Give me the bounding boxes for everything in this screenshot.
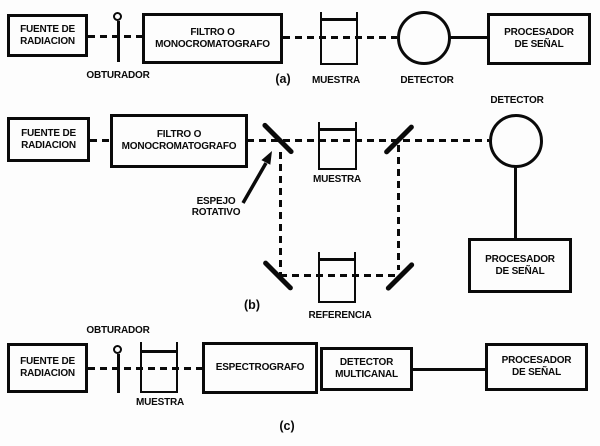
figure-tag-a: (a) (275, 72, 291, 86)
rotating-mirror-label: ESPEJO ROTATIVO (192, 196, 241, 218)
sample-cell-c-lid (142, 350, 176, 353)
beam-path-a-2 (283, 36, 397, 39)
shutter-symbol-a (113, 12, 122, 21)
processor-label-a-line1: PROCESADOR (504, 27, 574, 38)
multichannel-detector-label-line1: DETECTOR (339, 357, 394, 368)
sample-cell-b-lid (320, 128, 355, 131)
sample-cell-b (318, 122, 357, 170)
beam-path-c-1 (88, 367, 202, 370)
processor-label-b-line1: PROCESADOR (485, 253, 555, 265)
signal-processor-box-b: PROCESADOR DE SEÑAL (468, 238, 572, 293)
beam-path-b-down-right (397, 145, 400, 270)
processor-label-c-line1: PROCESADOR (501, 355, 572, 366)
filter-label-a-line1: FILTRO O (190, 26, 235, 38)
detector-label-b: DETECTOR (490, 95, 544, 106)
figure-tag-c: (c) (279, 419, 295, 433)
beam-path-b-1 (90, 139, 110, 142)
filter-monochromator-box-a: FILTRO O MONOCROMATOGRAFO (142, 13, 283, 64)
radiation-source-label-b-line1: FUENTE DE (21, 127, 76, 139)
sample-label-a: MUESTRA (311, 75, 361, 86)
fold-mirror-bottom-right (384, 261, 416, 292)
sample-cell-a-lid (322, 18, 356, 21)
sample-label-c: MUESTRA (135, 397, 185, 408)
signal-wire-c (413, 368, 485, 371)
multichannel-detector-label-line2: MULTICANAL (335, 369, 398, 380)
beam-path-b-2 (247, 139, 489, 142)
radiation-source-label-a-line1: FUENTE DE (20, 23, 75, 35)
radiation-source-label-a-line2: RADIACION (20, 35, 75, 47)
signal-processor-box-c: PROCESADOR DE SEÑAL (485, 343, 588, 391)
radiation-source-box-b: FUENTE DE RADIACION (7, 117, 90, 162)
filter-label-b-line1: FILTRO O (156, 129, 202, 140)
reference-cell-b-lid (320, 258, 354, 261)
processor-label-b-line2: DE SEÑAL (495, 265, 545, 277)
processor-label-a-line2: DE SEÑAL (514, 39, 564, 50)
sample-cell-a (320, 12, 358, 65)
reference-cell-b (318, 252, 356, 303)
radiation-source-label-c-line2: RADIACION (20, 368, 75, 379)
sample-cell-c (140, 342, 178, 393)
radiation-source-label-c-line1: FUENTE DE (20, 356, 75, 367)
rotating-mirror-label-line2: ROTATIVO (191, 207, 241, 218)
shutter-stem-c (117, 354, 120, 393)
shutter-label-c: OBTURADOR (86, 325, 150, 336)
radiation-source-box-a: FUENTE DE RADIACION (7, 14, 88, 57)
detector-label-a: DETECTOR (400, 75, 454, 86)
figure-tag-b: (b) (244, 298, 260, 312)
beam-path-b-down-left (279, 152, 282, 277)
radiation-source-box-c: FUENTE DE RADIACION (7, 343, 88, 393)
spectrograph-box-c: ESPECTROGRAFO (202, 342, 318, 394)
rotating-mirror-pointer-arrow (241, 151, 272, 204)
processor-label-c-line2: DE SEÑAL (512, 367, 561, 378)
beam-path-b-reference (280, 274, 402, 277)
signal-processor-box-a: PROCESADOR DE SEÑAL (487, 13, 591, 65)
filter-label-b-line2: MONOCROMATOGRAFO (121, 141, 237, 152)
detector-circle-a (397, 11, 451, 65)
signal-wire-b (514, 166, 517, 240)
radiation-source-label-b-line2: RADIACION (21, 139, 76, 151)
filter-label-a-line2: MONOCROMATOGRAFO (155, 38, 270, 50)
spectrograph-label-c: ESPECTROGRAFO (215, 362, 305, 373)
shutter-stem-a (117, 21, 120, 62)
detector-circle-b (489, 114, 543, 168)
signal-wire-a (450, 36, 488, 39)
reference-label-b: REFERENCIA (308, 310, 372, 321)
shutter-symbol-c (113, 345, 122, 354)
rotating-mirror-label-line1: ESPEJO (196, 196, 236, 207)
multichannel-detector-box-c: DETECTOR MULTICANAL (320, 347, 413, 391)
sample-label-b: MUESTRA (312, 174, 362, 185)
shutter-label-a: OBTURADOR (86, 70, 150, 81)
beam-path-a-1 (88, 35, 142, 38)
filter-monochromator-box-b: FILTRO O MONOCROMATOGRAFO (110, 114, 248, 168)
